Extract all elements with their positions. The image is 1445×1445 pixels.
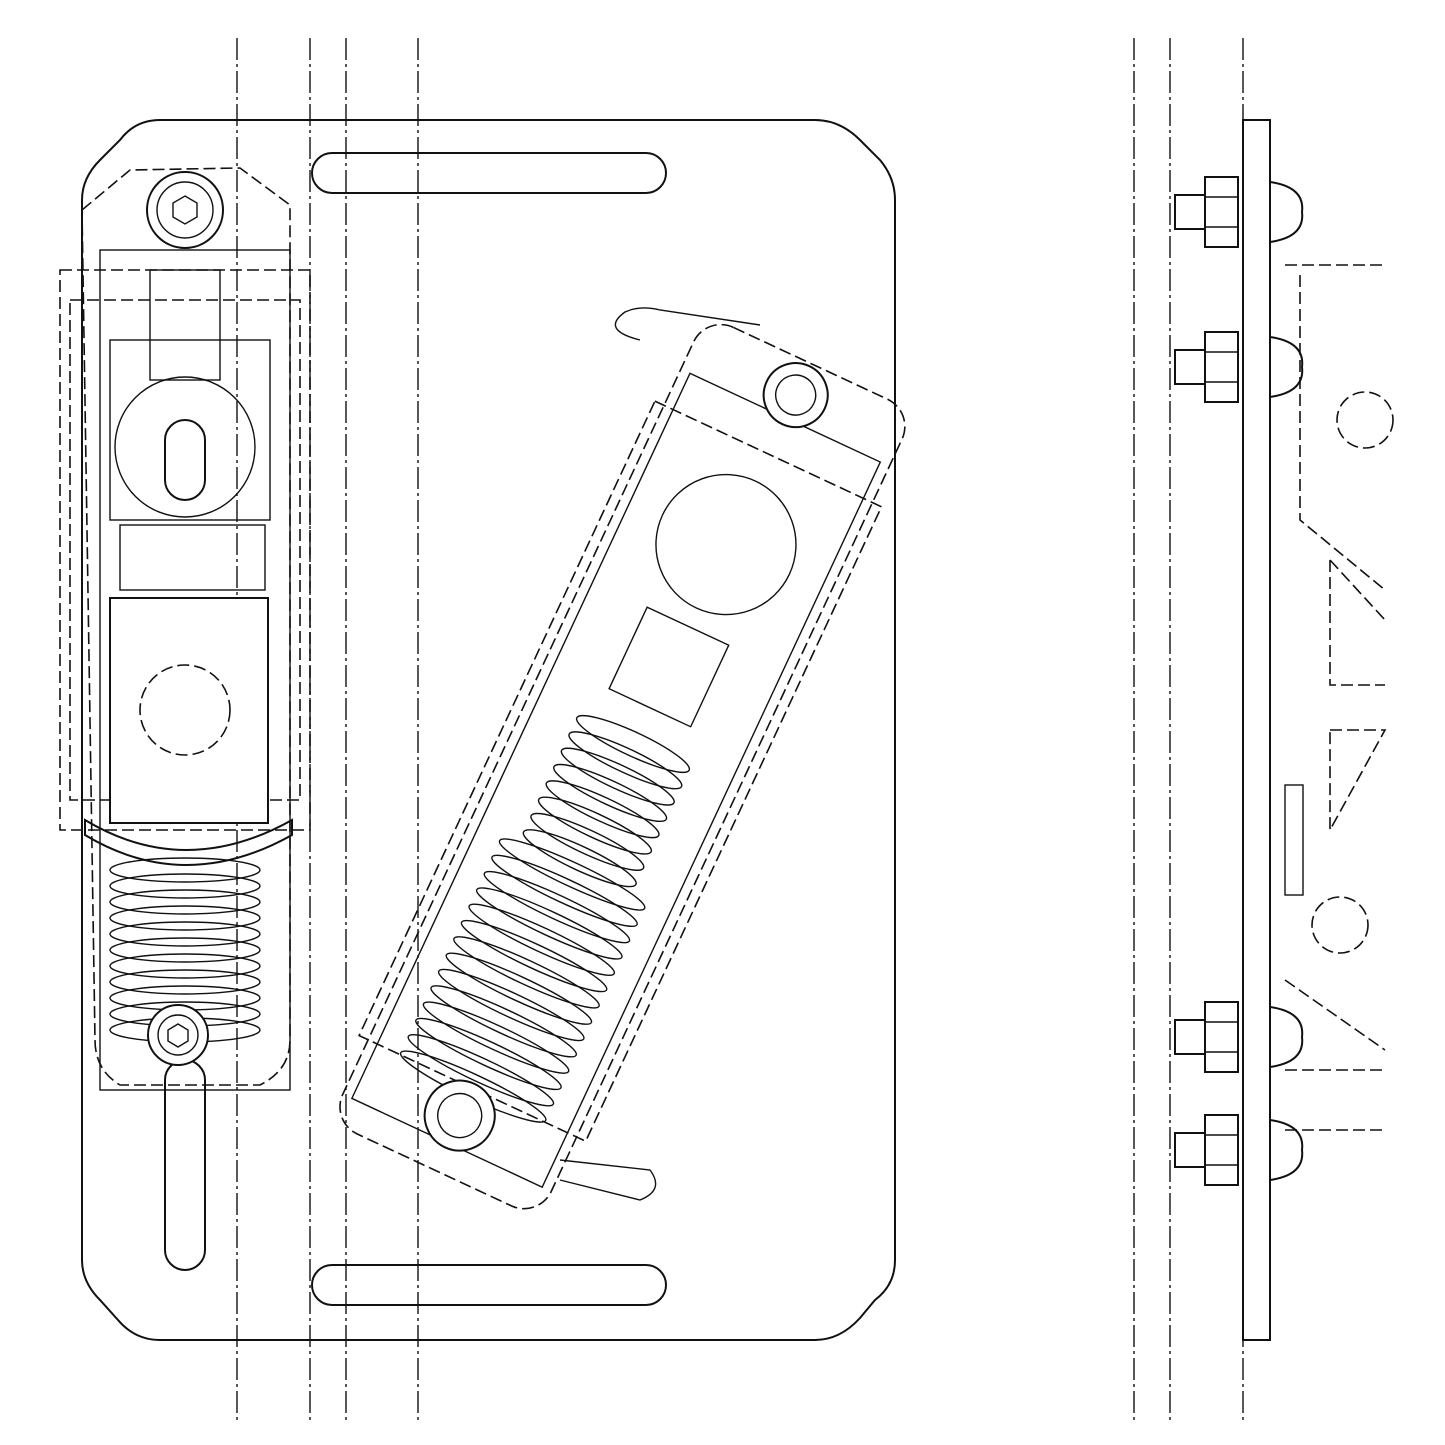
top-slot [311, 152, 667, 194]
piston-block [109, 597, 269, 824]
spring-coil [568, 731, 683, 790]
washer [437, 1092, 483, 1139]
bolt-stud [1174, 194, 1206, 230]
roller [114, 376, 256, 518]
housing-outline [339, 323, 906, 1210]
frame [350, 372, 882, 1189]
side-spacer [1284, 784, 1304, 896]
spring-coil [460, 919, 608, 993]
frame [99, 249, 291, 1091]
bolt-head [146, 171, 224, 249]
spring-coil [498, 838, 646, 911]
housing-outline [81, 167, 291, 1086]
coupling [119, 524, 266, 591]
side-view [1174, 119, 1394, 1341]
bolt-head [762, 362, 829, 429]
dome-head [1269, 1119, 1304, 1181]
spring-coil [468, 903, 616, 976]
link-bar [149, 269, 221, 381]
spring-coil [430, 985, 578, 1058]
lower-bolt-head [423, 1079, 496, 1152]
bolt [1174, 176, 1304, 248]
bottom-slot [311, 1264, 667, 1306]
spring-coil [109, 857, 261, 883]
spring-coil [437, 968, 585, 1042]
base-plate [81, 119, 896, 1341]
hex-nut [1204, 331, 1239, 403]
washer [157, 1014, 199, 1056]
spring-coil [109, 889, 261, 915]
lower-curved-slot [559, 1159, 657, 1201]
spring-coil [109, 905, 261, 931]
rotated-tensioner-assembly [339, 323, 906, 1210]
bolt-set [1174, 176, 1304, 1186]
roller [655, 473, 797, 616]
spring-coil [483, 870, 631, 944]
washer [156, 181, 214, 239]
hex-nut [1204, 1114, 1239, 1186]
bolt [1174, 1001, 1304, 1073]
spring-coil [445, 952, 593, 1025]
washer [774, 374, 817, 416]
hidden-fastener [1336, 391, 1394, 449]
spring-coil [475, 887, 623, 960]
spring-coil [522, 829, 637, 888]
side-plate [1242, 119, 1271, 1341]
upper-curved-slot [614, 307, 761, 341]
lower-vertical-slot [164, 1059, 206, 1271]
lower-bolt-head [147, 1004, 209, 1066]
spring-coil [560, 747, 675, 806]
spring-coil [109, 953, 261, 979]
hatched-seal [84, 818, 293, 866]
spring-coil [415, 1017, 562, 1091]
spring-coil [537, 796, 653, 855]
spring-coil [530, 812, 645, 871]
hex-socket-icon [172, 195, 198, 225]
dome-head [1269, 181, 1304, 243]
bolt-stud [1174, 1132, 1206, 1168]
plate-outline [81, 119, 896, 1341]
spring-coil [109, 873, 261, 899]
hex-nut [1204, 176, 1239, 248]
bolt-stud [1174, 1019, 1206, 1055]
dome-head [1269, 1006, 1304, 1068]
bolt [1174, 1114, 1304, 1186]
spring-coil [109, 921, 261, 947]
pulley-bracket [109, 339, 271, 521]
upper-vertical-slot [164, 419, 206, 501]
spring-coil [109, 969, 261, 995]
hex-socket-icon [167, 1023, 189, 1048]
dome-head [1269, 336, 1304, 398]
bolt [1174, 331, 1304, 403]
spring-coil [422, 1001, 570, 1074]
spring [399, 714, 691, 1123]
vertical-tensioner-assembly [59, 167, 311, 1091]
spring-coil [407, 1034, 555, 1107]
hidden-assembly-lines [1284, 264, 1387, 1131]
hex-nut [1204, 1001, 1239, 1073]
spring-coil [453, 936, 600, 1009]
coupling [608, 606, 730, 728]
center-lines [236, 38, 1244, 1422]
spring-coil [553, 763, 668, 822]
spring-coil [545, 780, 660, 839]
spring-coil [109, 937, 261, 963]
hidden-fastener [139, 664, 231, 756]
hidden-fastener [1311, 896, 1369, 954]
spring-coil [575, 714, 691, 774]
bolt-stud [1174, 349, 1206, 385]
spring-coil [491, 854, 638, 928]
